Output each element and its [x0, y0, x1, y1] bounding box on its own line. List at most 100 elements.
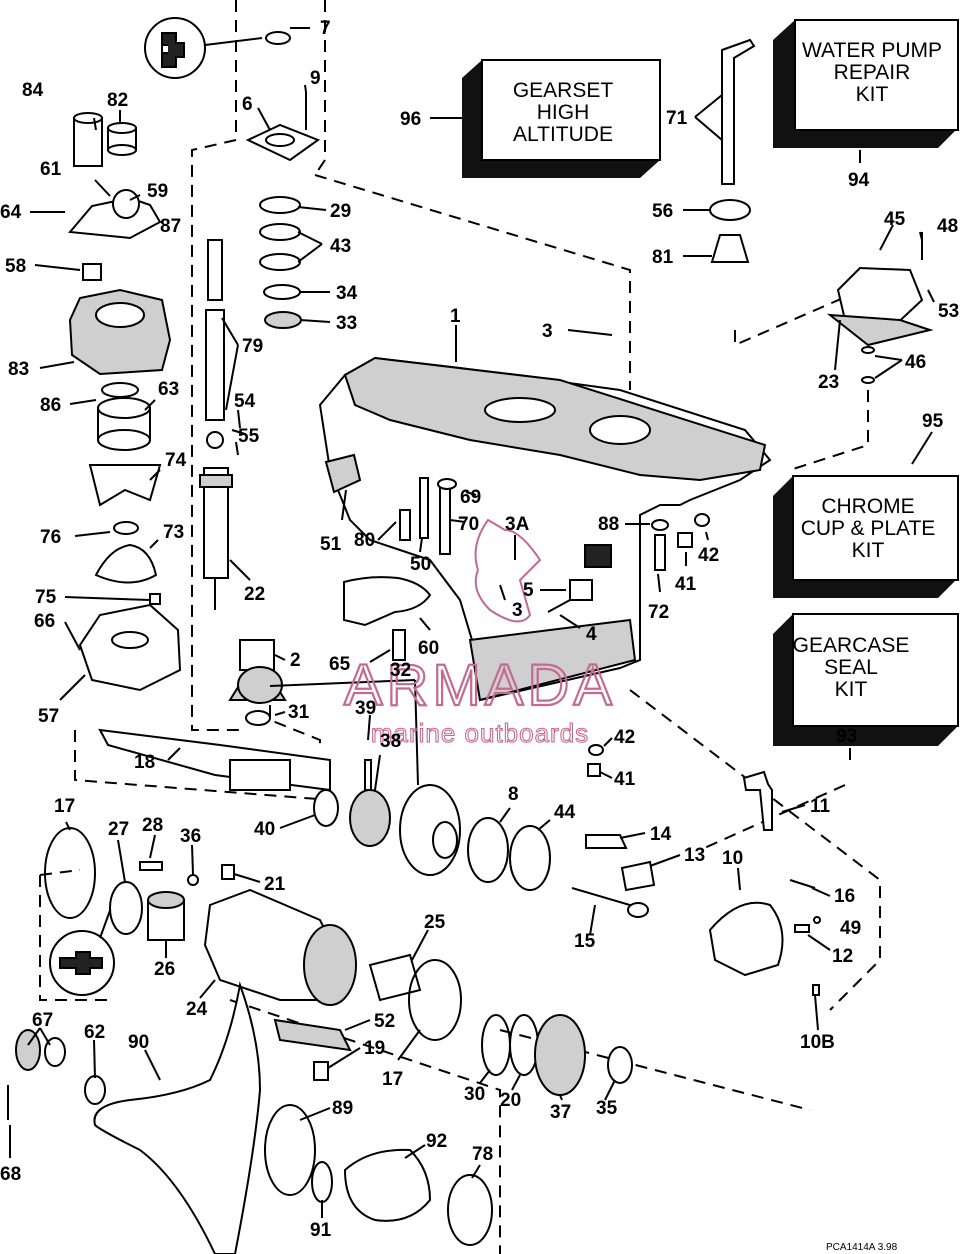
callout: 34: [336, 283, 358, 304]
propeller-assembly: [7, 981, 493, 1254]
callout: 88: [598, 514, 619, 535]
callout: 43: [330, 236, 351, 257]
callout: 69: [460, 487, 481, 508]
callout: 58: [5, 256, 26, 277]
callout: 17: [54, 796, 75, 817]
callout: 3A: [505, 514, 530, 535]
callout: 70: [458, 514, 479, 535]
callout: 96: [400, 109, 421, 130]
kit-gearcase-seal: GEARCASE SEAL KIT: [773, 613, 959, 746]
figure-reference-code: PCA1414A 3.98: [826, 1242, 898, 1253]
callout: 9: [310, 68, 321, 89]
kit-line: GEARCASE: [793, 634, 910, 657]
callout: 18: [134, 752, 155, 773]
callout: 3: [542, 321, 553, 342]
callout: 36: [180, 826, 201, 847]
callout: 93: [836, 726, 857, 747]
callout: 37: [550, 1102, 571, 1123]
callout: 56: [652, 201, 673, 222]
gearcase-housing: [318, 356, 772, 702]
middle-parts: [237, 477, 773, 831]
callout: 21: [264, 874, 286, 895]
callout: 16: [834, 886, 855, 907]
group-outlines: [39, 0, 881, 1254]
callout: 42: [614, 727, 635, 748]
watermark-tagline: marine outboards: [371, 718, 589, 748]
callout: 13: [684, 845, 705, 866]
callout: 3: [512, 600, 523, 621]
callout: 24: [186, 999, 208, 1020]
callout: 35: [596, 1098, 618, 1119]
callout: 73: [163, 522, 184, 543]
callout: 14: [650, 824, 672, 845]
callout: 12: [832, 946, 853, 967]
callout: 32: [390, 660, 411, 681]
callout: 20: [500, 1090, 521, 1111]
callout: 39: [355, 698, 376, 719]
kit-line: KIT: [835, 678, 868, 701]
callout: 64: [0, 202, 22, 223]
callout: 78: [472, 1144, 493, 1165]
callout: 42: [698, 545, 719, 566]
callout: 72: [648, 602, 669, 623]
kit-line: KIT: [856, 83, 889, 106]
callout: 63: [158, 379, 179, 400]
kit-line: GEARSET: [513, 79, 614, 102]
kit-line: HIGH: [537, 101, 590, 124]
callout: 10B: [800, 1032, 835, 1053]
callout: 26: [154, 959, 175, 980]
callout: 87: [160, 216, 181, 237]
callout: 40: [254, 819, 275, 840]
kit-line: CHROME: [821, 495, 914, 518]
callout: 83: [8, 359, 29, 380]
callout: 23: [818, 372, 839, 393]
callout: 41: [614, 769, 636, 790]
callout: 1: [450, 306, 461, 327]
callout: 27: [108, 819, 129, 840]
callout: 52: [374, 1011, 395, 1032]
callout: 7: [320, 18, 331, 39]
callout: 46: [905, 352, 926, 373]
callout-labels: 7 9 6 29 43 34 33 79 54 55 22 2 31 84 82…: [0, 18, 959, 1241]
callout: 41: [675, 574, 697, 595]
callout: 15: [574, 931, 596, 952]
leader-lines: [9, 27, 935, 1218]
callout: 59: [147, 181, 168, 202]
callout: 65: [329, 654, 351, 675]
callout: 60: [418, 638, 439, 659]
kit-line: KIT: [852, 539, 885, 562]
callout: 11: [810, 796, 831, 817]
callout: 5: [523, 580, 534, 601]
callout: 57: [38, 706, 59, 727]
water-pump-assembly: [68, 112, 182, 692]
callout: 53: [938, 301, 959, 322]
callout: 81: [652, 247, 674, 268]
grease-gun-icon: [144, 17, 263, 79]
callout: 19: [364, 1038, 385, 1059]
callout: 68: [0, 1164, 21, 1185]
forward-gear-parts: [481, 1014, 633, 1096]
callout: 55: [238, 426, 260, 447]
kit-line: REPAIR: [834, 61, 911, 84]
callout: 25: [424, 912, 446, 933]
callout: 91: [310, 1220, 332, 1241]
kit-line: CUP & PLATE: [801, 517, 936, 540]
callout: 29: [330, 201, 351, 222]
callout: 22: [244, 584, 265, 605]
callout: 84: [22, 80, 44, 101]
callout: 82: [107, 90, 128, 111]
callout: 8: [508, 784, 519, 805]
callout: 76: [40, 527, 61, 548]
callout: 74: [165, 450, 187, 471]
sealant-tube-icon: [49, 904, 115, 996]
callout: 30: [464, 1084, 485, 1105]
callout: 51: [320, 534, 342, 555]
callout: 33: [336, 313, 357, 334]
callout: 50: [410, 554, 431, 575]
callout: 67: [32, 1010, 53, 1031]
callout: 90: [128, 1032, 149, 1053]
kit-line: SEAL: [824, 656, 878, 679]
callout: 54: [234, 391, 256, 412]
callout: 71: [666, 108, 688, 129]
